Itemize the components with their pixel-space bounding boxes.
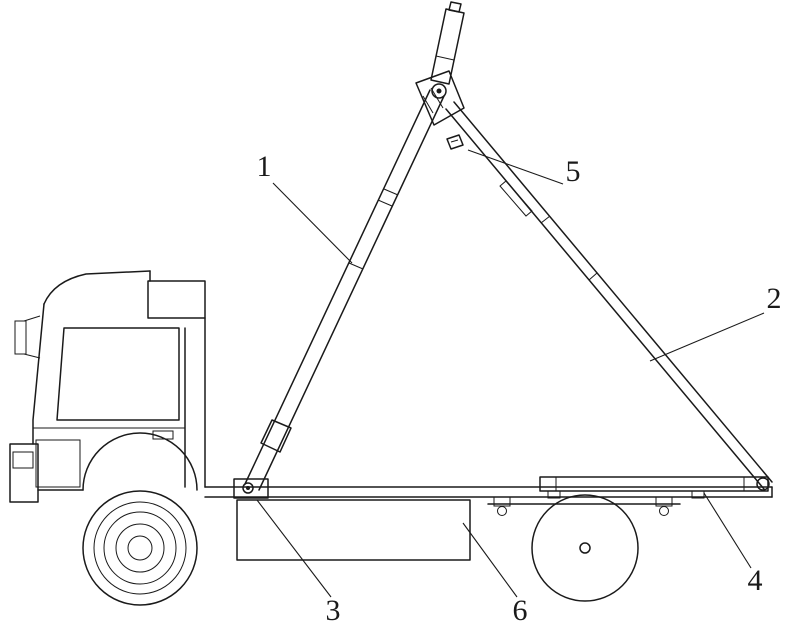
mast-member-rear xyxy=(445,101,773,490)
top-cylinder xyxy=(430,8,465,85)
base-pivot-bracket xyxy=(233,478,269,499)
apex-pivot-pin xyxy=(431,83,447,99)
callout-label-6: 6 xyxy=(513,594,528,627)
callout-label-2: 2 xyxy=(767,282,782,315)
callout-label-3: 3 xyxy=(326,594,341,627)
front-wheel-arch xyxy=(82,432,198,491)
rear-suspension xyxy=(487,496,681,516)
rear-mounting-rail xyxy=(539,476,770,499)
member-side-plate xyxy=(499,180,533,217)
cylinder-rod-tip xyxy=(448,1,462,13)
cargo-bed xyxy=(236,499,471,561)
callout-label-4: 4 xyxy=(748,564,763,597)
mirror-glass xyxy=(14,320,27,355)
callout-3: 3 xyxy=(256,499,341,627)
callouts: 1 2 3 4 5 6 xyxy=(256,149,782,627)
chassis-frame xyxy=(204,486,773,498)
front-bumper xyxy=(9,443,39,503)
mast-member-front xyxy=(233,89,445,499)
callout-6: 6 xyxy=(462,522,528,627)
rail-foot xyxy=(547,490,561,499)
apex-assembly xyxy=(415,1,465,126)
mirror-arm xyxy=(23,315,41,322)
cab-roof xyxy=(43,270,151,305)
callout-2: 2 xyxy=(649,282,782,362)
callout-label-1: 1 xyxy=(257,150,272,183)
leader-line-4 xyxy=(703,492,752,569)
leader-line-5 xyxy=(467,149,564,185)
truck-cab xyxy=(9,270,206,503)
side-window xyxy=(56,327,180,421)
apex-bracket xyxy=(415,70,465,126)
leader-line-3 xyxy=(256,499,332,598)
windshield-edge xyxy=(32,303,45,445)
leader-line-2 xyxy=(649,312,765,362)
rail-foot xyxy=(691,490,705,499)
headlight xyxy=(12,451,34,469)
rear-wheel xyxy=(531,494,639,602)
front-wheel xyxy=(82,490,198,606)
leader-line-6 xyxy=(462,522,518,598)
roof-fairing xyxy=(147,280,206,319)
callout-4: 4 xyxy=(703,492,763,597)
callout-1: 1 xyxy=(257,150,353,264)
telescopic-collar xyxy=(260,419,292,453)
callout-label-5: 5 xyxy=(566,155,581,188)
latch-detail xyxy=(446,134,464,150)
leader-line-1 xyxy=(272,182,353,264)
callout-5: 5 xyxy=(467,149,581,188)
side-skirt xyxy=(35,439,81,488)
rail-end-pivot xyxy=(756,477,770,491)
